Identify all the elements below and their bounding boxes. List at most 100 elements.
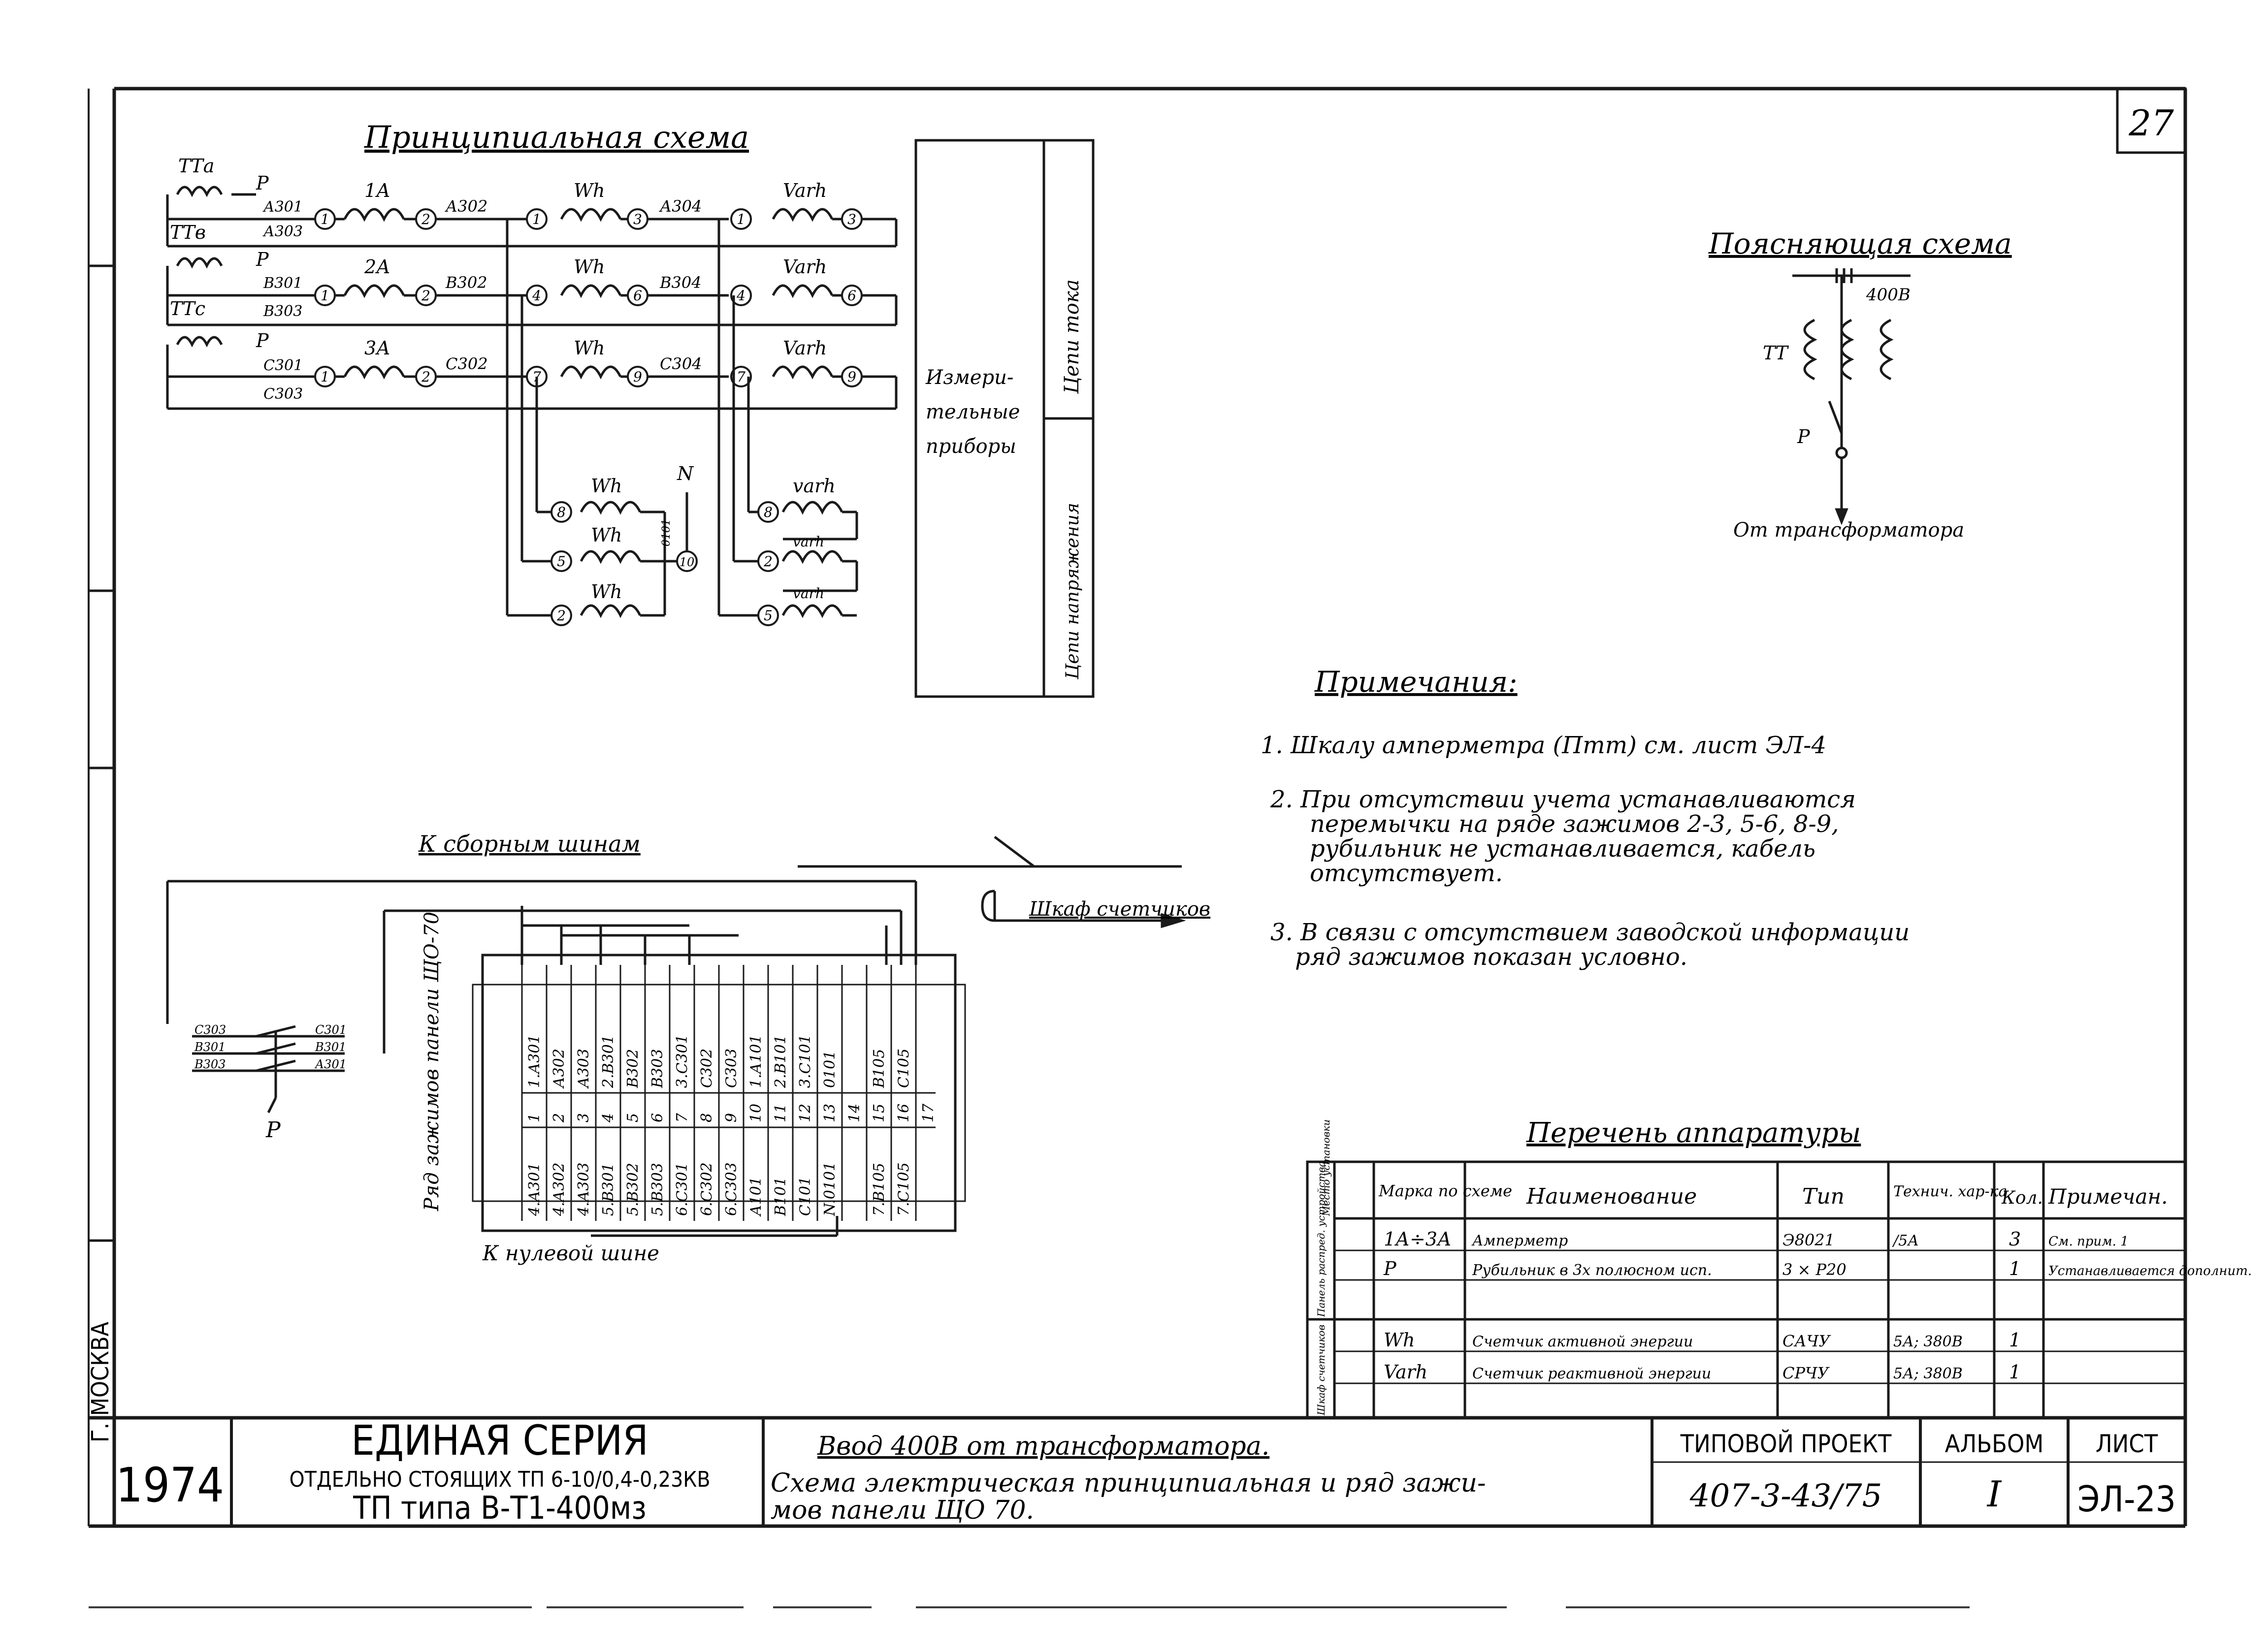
node-r1-6: 3 — [847, 211, 856, 227]
equipment-cell: См. прим. 1 — [2048, 1234, 2129, 1249]
explanatory-p-label: Р — [1797, 426, 1811, 447]
node-r2-3: 4 — [532, 287, 541, 304]
terminal-cells: 1.А30114.А301А30224.А302А30334.А3032.В30… — [521, 965, 937, 1221]
equipment-cell: Varh — [1384, 1361, 1427, 1383]
vwh-1: Wh — [591, 475, 622, 497]
terminal-upper-label: 1.А301 — [526, 1034, 543, 1088]
series-line1: ЕДИНАЯ СЕРИЯ — [351, 1416, 648, 1465]
vwh-3: Wh — [591, 581, 622, 603]
terminal-number: 5 — [624, 1113, 642, 1122]
equipment-cell: Счетчик активной энергии — [1472, 1333, 1693, 1350]
terminal-number: 8 — [698, 1113, 715, 1122]
desc-line2: Схема электрическая принципиальная и ряд… — [771, 1468, 1486, 1498]
equipment-cell: 3 — [2009, 1228, 2021, 1250]
album-value: I — [1986, 1473, 2002, 1515]
ct-wire-a301: А301 — [262, 198, 303, 216]
node-r3-6: 9 — [847, 369, 856, 385]
switch-wire-left-2: В301 — [194, 1040, 226, 1054]
terminal-upper-label: С105 — [895, 1049, 912, 1088]
node-r3-2: 2 — [421, 369, 430, 385]
explanatory-diagram — [1792, 268, 1911, 525]
varh-label-2: Varh — [783, 256, 827, 278]
wire-b302: В302 — [445, 273, 487, 292]
terminal-upper-label: В303 — [649, 1049, 666, 1088]
p-label-1: Р — [256, 172, 269, 194]
title-block-grid — [230, 1418, 2185, 1526]
equipment-cell: 5А; 380В — [1893, 1333, 1963, 1350]
current-nodes — [314, 208, 863, 387]
node-r2-5: 4 — [736, 287, 745, 304]
node-r1-5: 1 — [737, 211, 745, 227]
terminal-lower-label: 6.С302 — [698, 1162, 715, 1216]
terminal-lower-label: С101 — [797, 1177, 814, 1216]
ct-label-b: ТТв — [170, 222, 206, 243]
equipment-cell: САЧУ — [1782, 1332, 1831, 1350]
note-2-line3: рубильник не устанавливается, кабель — [1310, 835, 1815, 862]
ct-labels: ТТа ТТв ТТс Р Р Р А301 А303 В301 В303 С3… — [170, 155, 303, 403]
node-r1-2: 2 — [421, 211, 430, 227]
side-ticks — [89, 264, 114, 1242]
ct-wire-c301: С301 — [263, 357, 303, 374]
instruments-label: Измери- тельные приборы — [925, 366, 1026, 458]
terminal-number: 16 — [895, 1104, 912, 1122]
equipment-table-grid — [1306, 1160, 2187, 1419]
vwh-2: Wh — [591, 524, 622, 546]
vnode-r8: 8 — [764, 504, 773, 520]
hdr-name: Наименование — [1526, 1184, 1697, 1209]
node-r2-4: 6 — [633, 287, 642, 304]
ammeter-3a: 3А — [364, 337, 390, 359]
current-circuits-label: Цепи тока — [1061, 279, 1083, 394]
terminal-lower-label: 5.В301 — [600, 1163, 617, 1216]
sheet-value: ЭЛ-23 — [2077, 1478, 2176, 1520]
group-cabinet: Шкаф счетчиков — [1315, 1325, 1327, 1416]
wire-0101: 0101 — [660, 519, 673, 546]
node-r3-5: 7 — [737, 369, 745, 385]
equipment-cell: 1А÷3А — [1384, 1228, 1452, 1250]
ct-wire-c303: С303 — [263, 385, 303, 403]
side-city-label: Г. МОСКВА — [87, 1322, 114, 1442]
sheet-frame — [88, 87, 2187, 1528]
wire-c302: С302 — [446, 354, 488, 373]
cabinet-label: Шкаф счетчиков — [1029, 898, 1210, 921]
node-r3-1: 1 — [321, 369, 329, 385]
current-chain-labels: 1А 2А 3А А302 В302 С302 Wh Wh Wh А304 В3… — [364, 180, 827, 373]
node-r1-4: 3 — [633, 211, 642, 227]
hdr-mark: Марка по схеме — [1378, 1181, 1512, 1200]
current-node-numbers: 1 2 1 3 1 3 1 2 4 6 4 6 1 2 7 9 7 9 — [321, 211, 856, 385]
terminal-number: 15 — [871, 1104, 888, 1122]
instruments-label-line1: Измери- — [925, 366, 1013, 389]
vvarh-1: varh — [793, 475, 836, 497]
current-chains — [305, 209, 898, 409]
node-r1-1: 1 — [321, 211, 329, 227]
wire-a302: А302 — [445, 197, 487, 216]
equipment-cell: Р — [1383, 1258, 1397, 1279]
explanatory-tt-label: ТТ — [1763, 342, 1789, 364]
group-panel: Панель распред. устройства — [1315, 1161, 1327, 1317]
terminal-lower-label: 4.А302 — [551, 1162, 568, 1216]
note-2-line4: отсутствует. — [1310, 860, 1503, 887]
terminal-upper-label: В105 — [871, 1049, 888, 1088]
principal-title: Принципиальная схема — [364, 119, 749, 155]
equipment-headers: Место установки Марка по схеме Наименова… — [1315, 1119, 2168, 1416]
sheet-corner-number: 27 — [2128, 102, 2174, 144]
title-year: 1974 — [116, 1458, 224, 1513]
terminal-number: 9 — [723, 1113, 740, 1122]
terminal-number: 11 — [772, 1104, 789, 1122]
terminal-number: 1 — [526, 1113, 543, 1122]
equipment-cell: Устанавливается дополнит. — [2048, 1264, 2252, 1278]
notes-list: 1. Шкалу амперметра (Птт) см. лист ЭЛ-4 … — [1261, 732, 1910, 971]
album-label: АЛЬБОМ — [1945, 1430, 2044, 1458]
voltage-circuits — [506, 219, 858, 617]
explanatory-source: От трансформатора — [1733, 519, 1964, 542]
voltage-labels: 8 5 2 10 8 2 5 — [556, 504, 773, 624]
equipment-cell: Wh — [1384, 1329, 1415, 1351]
n-label: N — [677, 463, 694, 484]
equipment-title: Перечень аппаратуры — [1526, 1117, 1861, 1149]
terminal-upper-label: 3.С301 — [674, 1034, 691, 1088]
note-3-line2: ряд зажимов показан условно. — [1295, 943, 1687, 971]
terminal-lower-label: 5.В303 — [649, 1163, 666, 1216]
instruments-label-line2: тельные — [926, 401, 1020, 423]
vnode-2: 2 — [556, 607, 566, 624]
